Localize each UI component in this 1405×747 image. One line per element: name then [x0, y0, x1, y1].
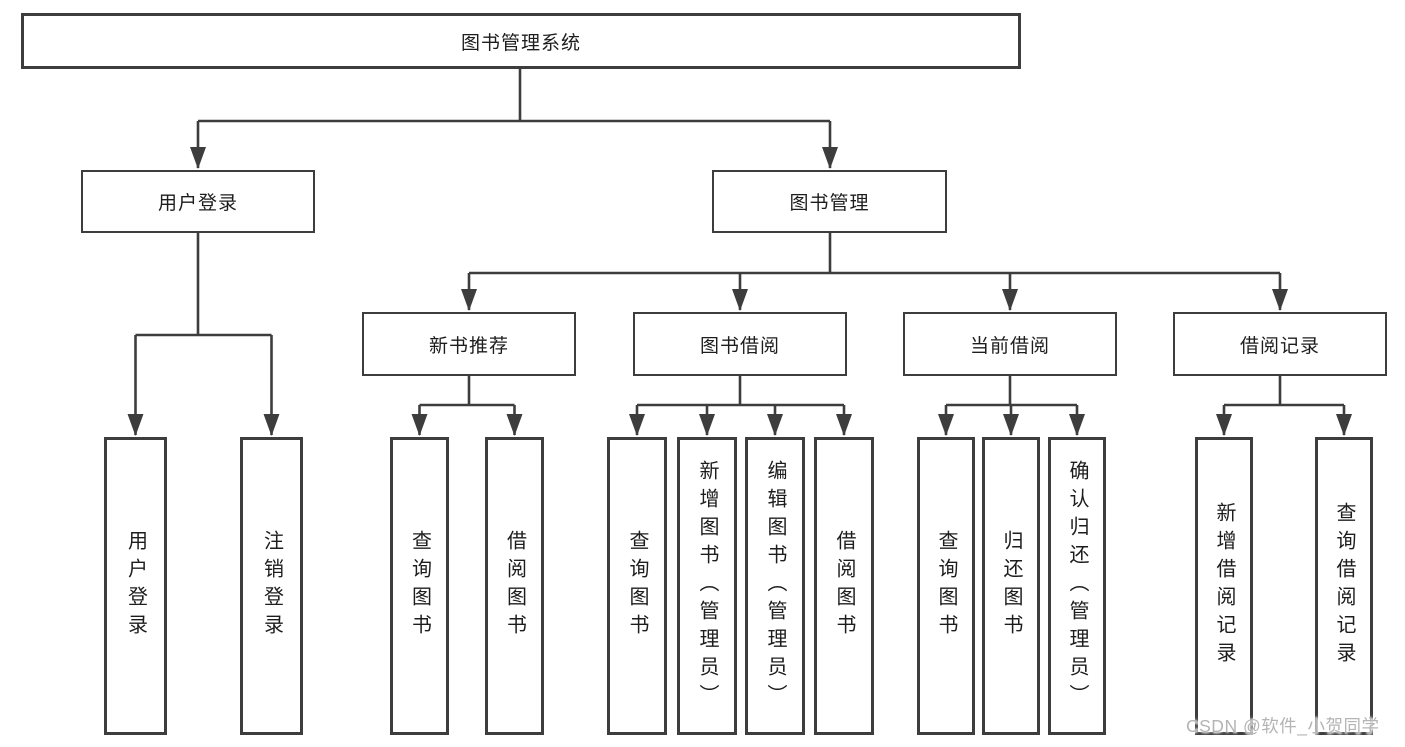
- node-root: 图书管理系统: [21, 13, 1021, 69]
- node-leaf-borrow-book-1: 借阅图书: [485, 437, 544, 735]
- node-current-borrow-label: 当前借阅: [969, 335, 1050, 357]
- node-leaf-user-login: 用户登录: [104, 437, 167, 735]
- node-book-borrow-label: 图书借阅: [699, 335, 780, 357]
- node-new-book-rec-label: 新书推荐: [428, 335, 509, 357]
- node-leaf-query-book-3: 查询图书: [917, 437, 975, 735]
- node-leaf-add-record-label: 新增借阅记录: [1213, 502, 1235, 670]
- node-root-label: 图书管理系统: [460, 32, 581, 54]
- node-book-mgmt-label: 图书管理: [789, 193, 870, 214]
- node-leaf-query-record-label: 查询借阅记录: [1333, 502, 1355, 670]
- node-leaf-edit-book-label: 编辑图书（管理员）: [764, 460, 786, 712]
- node-borrow-records: 借阅记录: [1173, 312, 1387, 376]
- node-leaf-query-book-2: 查询图书: [607, 437, 667, 735]
- node-leaf-confirm-return-label: 确认归还（管理员）: [1066, 460, 1088, 712]
- node-leaf-query-book-2-label: 查询图书: [626, 530, 648, 642]
- node-leaf-query-book-1-label: 查询图书: [408, 530, 431, 642]
- node-leaf-logout-label: 注销登录: [260, 530, 283, 642]
- node-leaf-query-record: 查询借阅记录: [1315, 437, 1373, 735]
- node-borrow-records-label: 借阅记录: [1239, 335, 1320, 357]
- node-leaf-query-book-3-label: 查询图书: [935, 530, 957, 642]
- node-leaf-edit-book: 编辑图书（管理员）: [745, 437, 805, 735]
- node-leaf-borrow-book-2-label: 借阅图书: [833, 530, 855, 642]
- node-leaf-borrow-book-2: 借阅图书: [814, 437, 874, 735]
- node-user-login: 用户登录: [81, 170, 315, 233]
- node-new-book-rec: 新书推荐: [362, 312, 576, 376]
- node-book-mgmt: 图书管理: [712, 170, 947, 233]
- node-leaf-add-book-label: 新增图书（管理员）: [696, 460, 718, 712]
- node-user-login-label: 用户登录: [157, 193, 238, 214]
- node-leaf-user-login-label: 用户登录: [124, 530, 147, 642]
- node-current-borrow: 当前借阅: [903, 312, 1117, 376]
- node-leaf-logout: 注销登录: [240, 437, 303, 735]
- node-leaf-return-book-label: 归还图书: [1000, 530, 1022, 642]
- node-leaf-borrow-book-1-label: 借阅图书: [503, 530, 526, 642]
- node-leaf-confirm-return: 确认归还（管理员）: [1048, 437, 1106, 735]
- node-leaf-return-book: 归还图书: [982, 437, 1040, 735]
- node-book-borrow: 图书借阅: [633, 312, 847, 376]
- node-leaf-query-book-1: 查询图书: [390, 437, 449, 735]
- node-leaf-add-book: 新增图书（管理员）: [677, 437, 737, 735]
- node-leaf-add-record: 新增借阅记录: [1195, 437, 1253, 735]
- csdn-watermark: CSDN @软件_小贺同学: [1186, 716, 1380, 736]
